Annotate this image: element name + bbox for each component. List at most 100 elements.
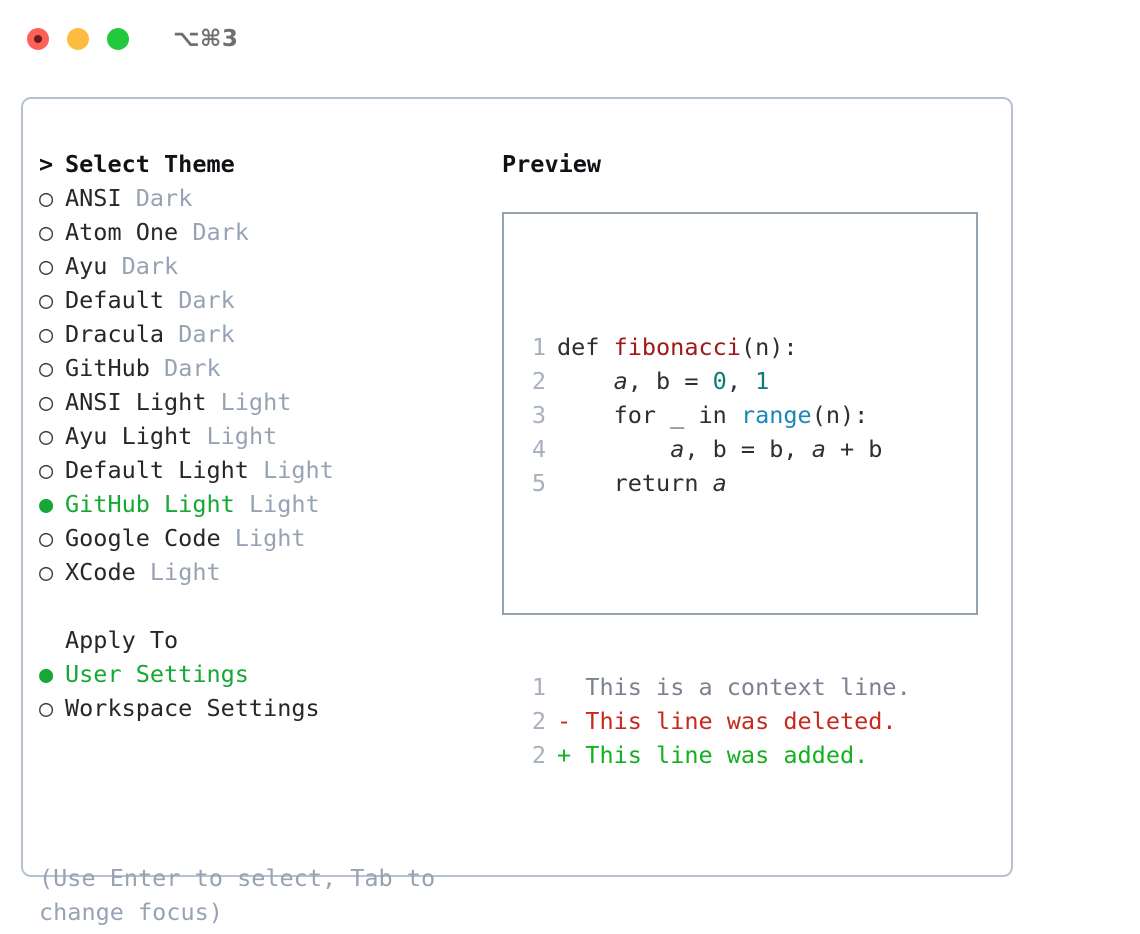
theme-variant-badge: Dark bbox=[164, 354, 221, 382]
code-diff-separator bbox=[520, 568, 911, 602]
theme-name: GitHub bbox=[65, 354, 150, 382]
radio-unselected-icon[interactable]: ○ bbox=[39, 184, 54, 212]
code-token: , bbox=[627, 367, 657, 395]
radio-unselected-icon[interactable]: ○ bbox=[39, 558, 54, 586]
theme-list-item[interactable]: ○ GitHub Dark bbox=[39, 351, 479, 385]
select-theme-label: Select Theme bbox=[65, 150, 235, 178]
diff-text: This is a context line. bbox=[571, 673, 911, 701]
code-token bbox=[557, 367, 614, 395]
theme-list-item[interactable]: ●GitHub Light Light bbox=[39, 487, 479, 521]
theme-name: Google Code bbox=[65, 524, 221, 552]
diff-text: This line was deleted. bbox=[571, 707, 897, 735]
code-token: range bbox=[740, 401, 812, 429]
code-token: fibonacci bbox=[613, 333, 741, 361]
apply-to-bullet-placeholder: ○ bbox=[39, 623, 65, 657]
theme-list-item[interactable]: ○Default Light Light bbox=[39, 453, 479, 487]
code-line: 3 for _ in range(n): bbox=[520, 398, 911, 432]
theme-variant-badge: Light bbox=[220, 388, 292, 416]
caret-icon: > bbox=[39, 150, 54, 178]
code-line: 5 return a bbox=[520, 466, 911, 500]
apply-to-option-label: Workspace Settings bbox=[65, 694, 320, 722]
theme-list-item[interactable]: ○ ANSI Dark bbox=[39, 181, 479, 215]
diff-line: 1 This is a context line. bbox=[520, 670, 911, 704]
theme-name: XCode bbox=[65, 558, 136, 586]
code-token: a bbox=[712, 469, 727, 497]
theme-variant-badge: Light bbox=[149, 558, 221, 586]
theme-list: ○ANSI Dark○Atom One Dark○Ayu Dark○Defaul… bbox=[39, 181, 479, 589]
theme-list-item[interactable]: ○ Ayu Light Light bbox=[39, 419, 479, 453]
code-token: 1 bbox=[755, 367, 770, 395]
theme-variant-badge: Dark bbox=[135, 184, 193, 212]
apply-to-option[interactable]: ● User Settings bbox=[39, 657, 479, 691]
theme-list-item[interactable]: ○Default Dark bbox=[39, 283, 479, 317]
radio-unselected-icon[interactable]: ○ bbox=[39, 354, 54, 382]
code-line: 4 a, b = b, a + b bbox=[520, 432, 911, 466]
radio-unselected-icon[interactable]: ○ bbox=[39, 388, 54, 416]
code-token: a bbox=[670, 435, 685, 463]
line-number: 2 bbox=[531, 741, 546, 769]
close-button[interactable] bbox=[27, 28, 49, 50]
theme-name: Atom One bbox=[65, 218, 179, 246]
code-token: a bbox=[811, 435, 826, 463]
code-token: (n): bbox=[811, 401, 869, 429]
apply-to-option-label: User Settings bbox=[65, 660, 249, 688]
radio-selected-icon[interactable]: ● bbox=[39, 660, 54, 688]
minimize-button[interactable] bbox=[67, 28, 89, 50]
diff-marker bbox=[557, 673, 571, 701]
line-number: 4 bbox=[531, 435, 546, 463]
title-bar: ⌥⌘3 bbox=[0, 0, 1140, 78]
apply-to-list: ● User Settings ○ Workspace Settings bbox=[39, 657, 479, 725]
maximize-button[interactable] bbox=[107, 28, 129, 50]
line-number: 2 bbox=[531, 707, 546, 735]
theme-list-item[interactable]: ○Ayu Dark bbox=[39, 249, 479, 283]
theme-variant-badge: Dark bbox=[178, 286, 235, 314]
select-theme-heading: > Select Theme bbox=[39, 147, 479, 181]
code-token: b bbox=[656, 367, 671, 395]
theme-list-item[interactable]: ○Atom One Dark bbox=[39, 215, 479, 249]
radio-unselected-icon[interactable]: ○ bbox=[39, 422, 54, 450]
radio-unselected-icon[interactable]: ○ bbox=[39, 320, 54, 348]
diff-line: 2+ This line was added. bbox=[520, 738, 911, 772]
line-number: 1 bbox=[531, 333, 546, 361]
radio-unselected-icon[interactable]: ○ bbox=[39, 286, 54, 314]
theme-list-item[interactable]: ○ Dracula Dark bbox=[39, 317, 479, 351]
radio-unselected-icon[interactable]: ○ bbox=[39, 524, 54, 552]
theme-name: ANSI bbox=[65, 184, 122, 212]
theme-variant-badge: Light bbox=[206, 422, 278, 450]
theme-variant-badge: Light bbox=[248, 490, 320, 518]
code-token: 0 bbox=[712, 367, 727, 395]
theme-list-item[interactable]: ○ Google Code Light bbox=[39, 521, 479, 555]
radio-unselected-icon[interactable]: ○ bbox=[39, 252, 54, 280]
line-number: 2 bbox=[531, 367, 546, 395]
theme-variant-badge: Light bbox=[263, 456, 334, 484]
radio-unselected-icon[interactable]: ○ bbox=[39, 218, 54, 246]
list-spacer bbox=[39, 589, 479, 623]
code-token: , bbox=[726, 367, 756, 395]
theme-list-item[interactable]: ○ XCode Light bbox=[39, 555, 479, 589]
line-number: 5 bbox=[531, 469, 546, 497]
theme-name: Ayu Light bbox=[65, 422, 193, 450]
apply-to-heading: ○Apply To bbox=[39, 623, 479, 657]
theme-variant-badge: Dark bbox=[178, 320, 235, 348]
code-token: , b = b, bbox=[684, 435, 812, 463]
radio-unselected-icon[interactable]: ○ bbox=[39, 456, 54, 484]
keyboard-shortcut-label: ⌥⌘3 bbox=[173, 26, 239, 52]
theme-list-item[interactable]: ○ANSI Light Light bbox=[39, 385, 479, 419]
line-number: 3 bbox=[531, 401, 546, 429]
window-controls bbox=[27, 28, 129, 50]
theme-variant-badge: Light bbox=[234, 524, 306, 552]
hint-text: (Use Enter to select, Tab to change focu… bbox=[39, 864, 436, 926]
diff-marker: + bbox=[557, 741, 572, 769]
apply-to-option[interactable]: ○ Workspace Settings bbox=[39, 691, 479, 725]
theme-selector-column: >Select Theme ○ANSI Dark○Atom One Dark○A… bbox=[39, 147, 479, 725]
code-token: def bbox=[557, 333, 614, 361]
radio-unselected-icon[interactable]: ○ bbox=[39, 694, 54, 722]
theme-name: Dracula bbox=[65, 320, 165, 348]
code-token: (n): bbox=[740, 333, 798, 361]
diff-sample: 1 This is a context line.2- This line wa… bbox=[520, 670, 911, 772]
radio-selected-icon[interactable]: ● bbox=[39, 490, 54, 518]
code-line: 1 def fibonacci(n): bbox=[520, 330, 911, 364]
